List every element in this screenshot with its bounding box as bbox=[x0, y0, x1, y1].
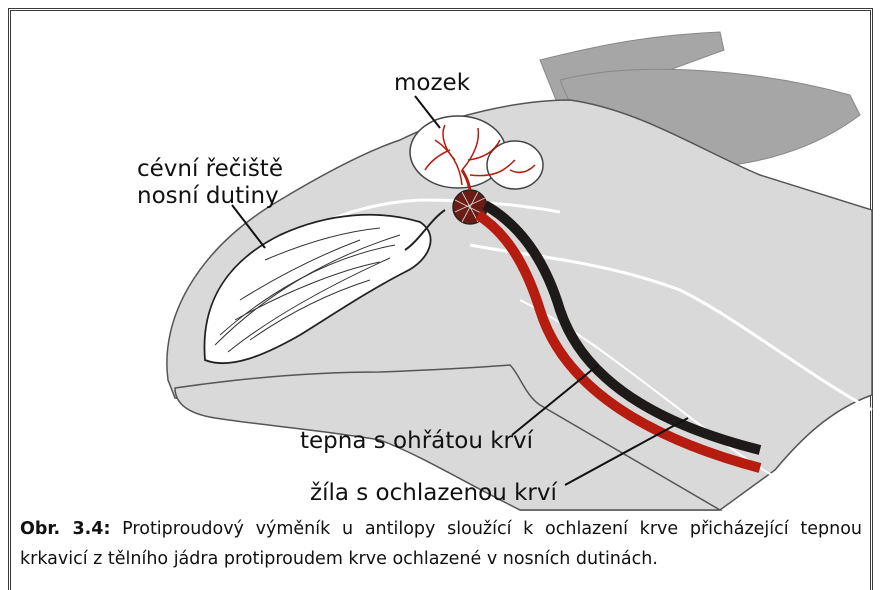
leader-brain bbox=[415, 96, 440, 128]
label-nasal-vessels-2: nosní dutiny bbox=[137, 183, 279, 209]
caption-text: Protiproudový výměník u antilopy sloužíc… bbox=[20, 519, 862, 569]
label-vein: žíla s ochlazenou krví bbox=[310, 480, 557, 506]
label-nasal-vessels-1: cévní řečiště bbox=[137, 156, 283, 182]
label-brain: mozek bbox=[394, 70, 471, 96]
caption-label: Obr. 3.4: bbox=[20, 519, 110, 539]
label-artery: tepna s ohřátou krví bbox=[300, 428, 534, 454]
figure-caption: Obr. 3.4: Protiproudový výměník u antilo… bbox=[20, 514, 862, 574]
